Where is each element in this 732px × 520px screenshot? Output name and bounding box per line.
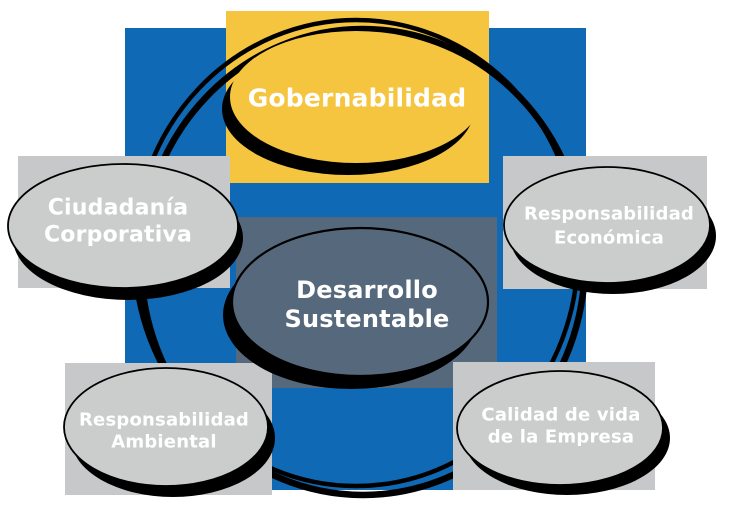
- gobernabilidad-label: Gobernabilidad: [248, 84, 467, 113]
- node-responsabilidad-economica: Responsabilidad Económica: [503, 166, 716, 294]
- gobernabilidad-ellipse: [230, 31, 482, 163]
- ciudadania-label-line1: Ciudadanía: [48, 196, 189, 221]
- ambiental-ellipse: [63, 367, 269, 487]
- ambiental-label-line1: Responsabilidad: [79, 410, 249, 431]
- calidad-label-line1: Calidad de vida: [481, 405, 640, 426]
- ciudadania-label-line2: Corporativa: [44, 223, 192, 248]
- economica-label-line1: Responsabilidad: [524, 204, 694, 225]
- calidad-label-line2: de la Empresa: [488, 427, 634, 448]
- desarrollo-label-line1: Desarrollo: [296, 276, 438, 304]
- node-responsabilidad-ambiental: Responsabilidad Ambiental: [63, 367, 275, 497]
- ambiental-label-line2: Ambiental: [111, 432, 217, 453]
- economica-label-line2: Económica: [554, 228, 664, 249]
- node-calidad-de-vida: Calidad de vida de la Empresa: [456, 370, 670, 495]
- economica-ellipse: [503, 166, 711, 284]
- node-ciudadania-corporativa: Ciudadanía Corporativa: [7, 163, 243, 300]
- node-desarrollo-sustentable: Desarrollo Sustentable: [223, 226, 490, 389]
- desarrollo-ellipse: [230, 226, 490, 378]
- desarrollo-label-line2: Sustentable: [284, 305, 449, 333]
- ciudadania-ellipse: [7, 163, 239, 289]
- node-gobernabilidad: Gobernabilidad: [222, 31, 482, 175]
- calidad-ellipse: [456, 370, 664, 486]
